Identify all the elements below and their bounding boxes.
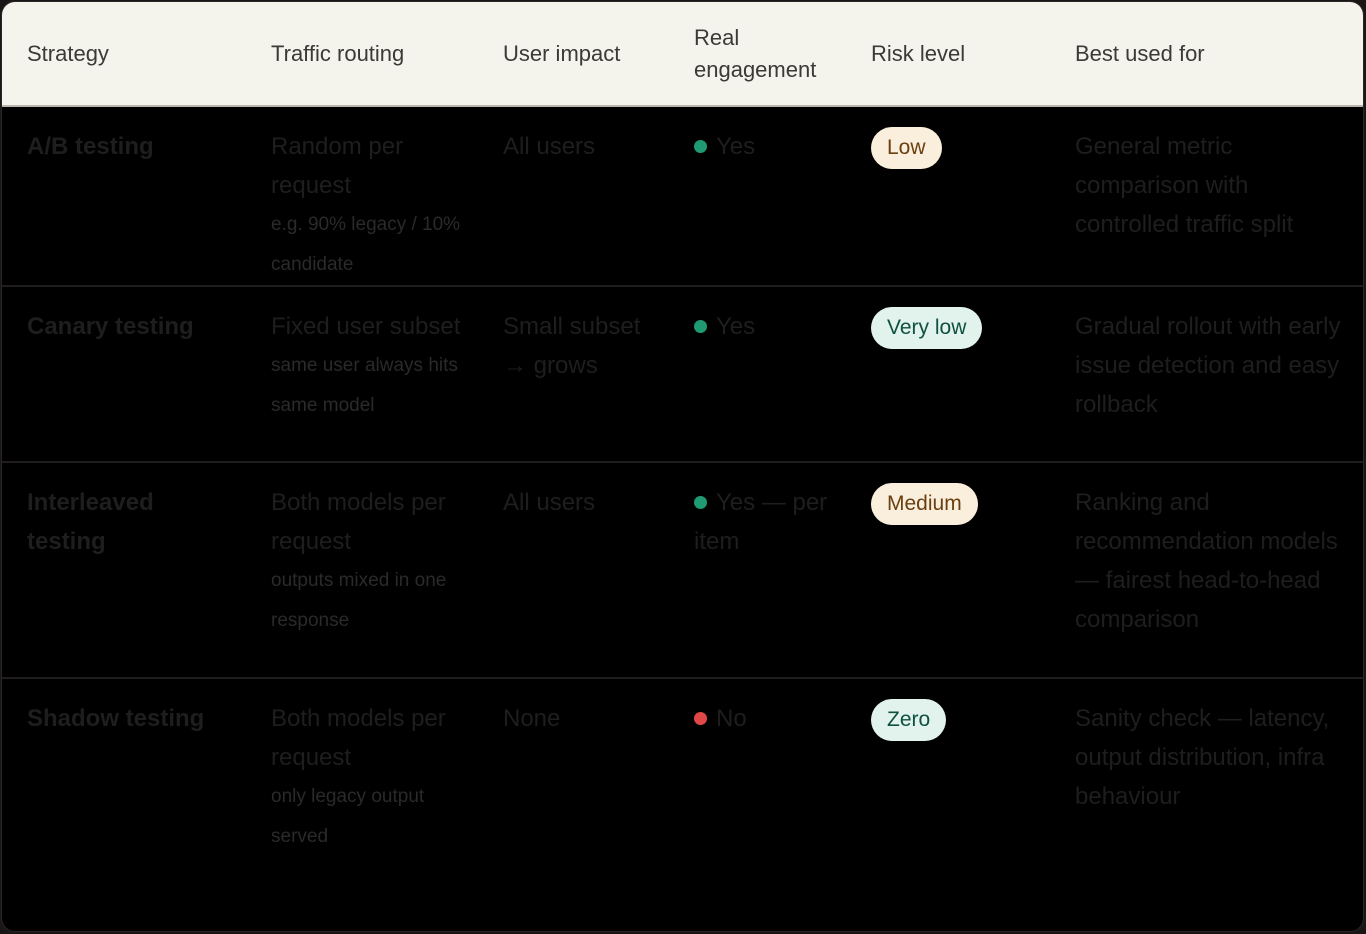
routing-note: outputs mixed in one response <box>271 570 447 631</box>
testing-strategies-table: Strategy Traffic routing User impact Rea… <box>2 2 1363 857</box>
strategy-cell: Canary testing <box>2 286 247 463</box>
traffic-routing-cell: Both models per request only legacy outp… <box>247 678 479 857</box>
column-header-user-impact: User impact <box>479 2 670 107</box>
traffic-routing-cell: Both models per request outputs mixed in… <box>247 462 479 679</box>
status-dot-icon <box>694 140 707 153</box>
risk-level-cell: Very low <box>847 286 1051 463</box>
engagement-cell: No <box>670 678 847 857</box>
routing-note: e.g. 90% legacy / 10% candidate <box>271 214 461 275</box>
engagement-cell: Yes — per item <box>670 462 847 679</box>
engagement-text: Yes <box>716 133 756 160</box>
routing-note: only legacy output served <box>271 786 425 847</box>
risk-badge: Low <box>871 127 942 169</box>
engagement-cell: Yes <box>670 286 847 463</box>
engagement-text: Yes <box>716 313 756 340</box>
column-header-traffic-routing: Traffic routing <box>247 2 479 107</box>
table-header: Strategy Traffic routing User impact Rea… <box>2 2 1363 107</box>
routing-text: Fixed user subset <box>271 313 461 340</box>
risk-badge: Very low <box>871 307 983 349</box>
traffic-routing-cell: Random per request e.g. 90% legacy / 10%… <box>247 106 479 287</box>
engagement-cell: Yes <box>670 106 847 287</box>
user-impact-cell: All users <box>479 106 670 287</box>
best-used-for-cell: Gradual rollout with early issue detecti… <box>1051 286 1363 463</box>
risk-level-cell: Low <box>847 106 1051 287</box>
column-header-real-engagement: Real engagement <box>670 2 847 107</box>
status-dot-icon <box>694 320 707 333</box>
table-row: A/B testing Random per request e.g. 90% … <box>2 106 1363 287</box>
user-impact-cell: All users <box>479 462 670 679</box>
routing-text: Both models per request <box>271 705 446 771</box>
user-impact-cell: None <box>503 705 561 732</box>
table-row: Canary testing Fixed user subset same us… <box>2 286 1363 463</box>
routing-note: same user always hits same model <box>271 355 458 416</box>
best-used-for-cell: Sanity check — latency, output distribut… <box>1075 705 1330 810</box>
risk-badge: Medium <box>871 483 978 525</box>
column-header-best-used-for: Best used for <box>1051 2 1363 107</box>
table-row: Interleaved testing Both models per requ… <box>2 462 1363 679</box>
user-impact-cell: Small subset → grows <box>479 286 670 463</box>
status-dot-icon <box>694 712 707 725</box>
best-used-for-cell: General metric comparison with controlle… <box>1051 106 1363 287</box>
engagement-text: Yes — per item <box>694 489 828 555</box>
table-row: Shadow testing Both models per request o… <box>2 678 1363 857</box>
strategy-cell: Shadow testing <box>27 705 205 732</box>
engagement-text: No <box>716 705 747 732</box>
status-dot-icon <box>694 496 707 509</box>
strategy-cell: A/B testing <box>2 106 247 287</box>
risk-badge: Zero <box>871 699 947 741</box>
routing-text: Random per request <box>271 133 404 199</box>
header-row: Strategy Traffic routing User impact Rea… <box>2 2 1363 107</box>
risk-level-cell: Zero <box>847 678 1051 857</box>
strategy-cell: Interleaved testing <box>2 462 247 679</box>
traffic-routing-cell: Fixed user subset same user always hits … <box>247 286 479 463</box>
table-body: A/B testing Random per request e.g. 90% … <box>2 106 1363 857</box>
column-header-strategy: Strategy <box>2 2 247 107</box>
risk-level-cell: Medium <box>847 462 1051 679</box>
routing-text: Both models per request <box>271 489 446 555</box>
column-header-risk-level: Risk level <box>847 2 1051 107</box>
best-used-for-cell: Ranking and recommendation models — fair… <box>1051 462 1363 679</box>
